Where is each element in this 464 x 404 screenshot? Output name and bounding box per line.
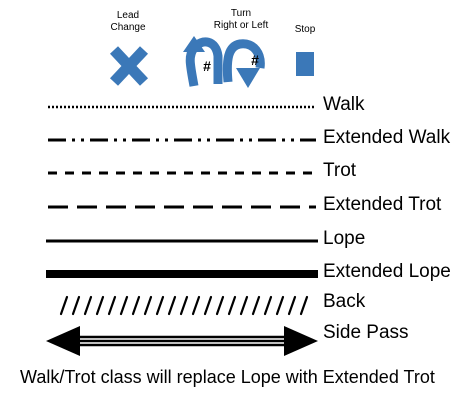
footer-note: Walk/Trot class will replace Lope with E… [20, 367, 435, 387]
line-style-legend: Walk Extended Walk Trot Extended Trot Lo… [0, 88, 464, 358]
short-dash-line [48, 171, 316, 175]
dash-dot-dot-line [48, 138, 316, 142]
stop-label: Stop [294, 24, 316, 35]
maneuver-icon-legend: Lead Change Turn Right or Left # # Stop [0, 0, 464, 90]
legend-label: Extended Trot [323, 194, 442, 215]
lead-change-label: Lead Change [110, 10, 146, 33]
legend-label: Trot [323, 160, 357, 181]
legend-label: Back [323, 291, 366, 312]
legend-row-side-pass: Side Pass [0, 322, 464, 358]
legend-row-lope: Lope [0, 226, 464, 256]
slash-marks-line [59, 295, 309, 316]
legend-label: Lope [323, 228, 366, 249]
legend-row-extended-lope: Extended Lope [0, 259, 464, 289]
turn-label: Turn Right or Left [213, 8, 269, 31]
legend-label: Extended Walk [323, 127, 451, 148]
legend-row-extended-walk: Extended Walk [0, 125, 464, 155]
x-cross-icon [109, 46, 149, 86]
legend-row-walk: Walk [0, 90, 464, 120]
long-dash-line [48, 205, 316, 209]
solid-line [46, 239, 318, 243]
legend-row-trot: Trot [0, 158, 464, 188]
thick-solid-line [46, 270, 318, 278]
legend-label: Extended Lope [323, 261, 451, 282]
dotted-line [48, 105, 316, 109]
legend-row-back: Back [0, 290, 464, 320]
u-turn-arrows-icon [183, 36, 265, 88]
square-icon [296, 52, 314, 76]
legend-label: Walk [323, 94, 365, 115]
double-headed-arrow [46, 326, 318, 356]
legend-label: Side Pass [323, 322, 409, 343]
turn-marker-left: # [203, 58, 211, 74]
legend-row-extended-trot: Extended Trot [0, 192, 464, 222]
turn-marker-right: # [251, 52, 259, 68]
